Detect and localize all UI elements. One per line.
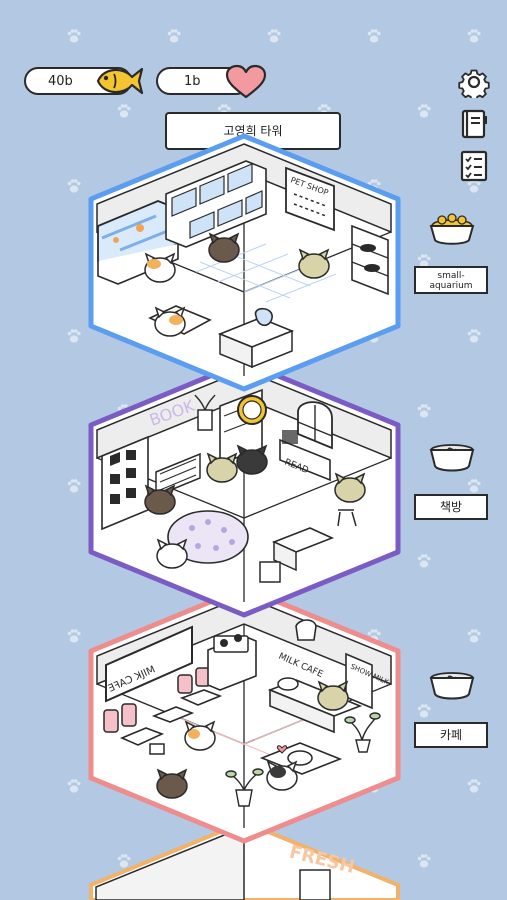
floor-bookstore[interactable]: BOOK READ [88,359,401,618]
heart-amount: 1b [184,74,201,89]
room-label-aquarium[interactable]: small- aquarium [414,266,488,294]
room-label-cafe[interactable]: 카페 [414,722,488,748]
fish-icon [96,67,144,95]
floor-market[interactable]: FRESH [89,819,400,900]
heart-icon [225,64,267,99]
floor-aquarium[interactable]: PET SHOP [88,133,401,392]
gear-icon[interactable] [458,66,490,98]
room-label-bookstore[interactable]: 책방 [414,494,488,520]
empty-food-bowl-icon-2[interactable] [428,670,476,704]
full-food-bowl-icon[interactable] [428,208,476,248]
checklist-icon[interactable] [459,150,489,182]
book-icon[interactable] [458,108,490,140]
empty-food-bowl-icon[interactable] [428,442,476,476]
tower-name-plate[interactable]: 고영희 타워 [165,112,341,150]
floor-cafe[interactable]: ƎꟻAƆ ꓘJIM MILK CAFE SHOW MILK [88,585,401,844]
fish-amount: 40b [48,74,73,89]
